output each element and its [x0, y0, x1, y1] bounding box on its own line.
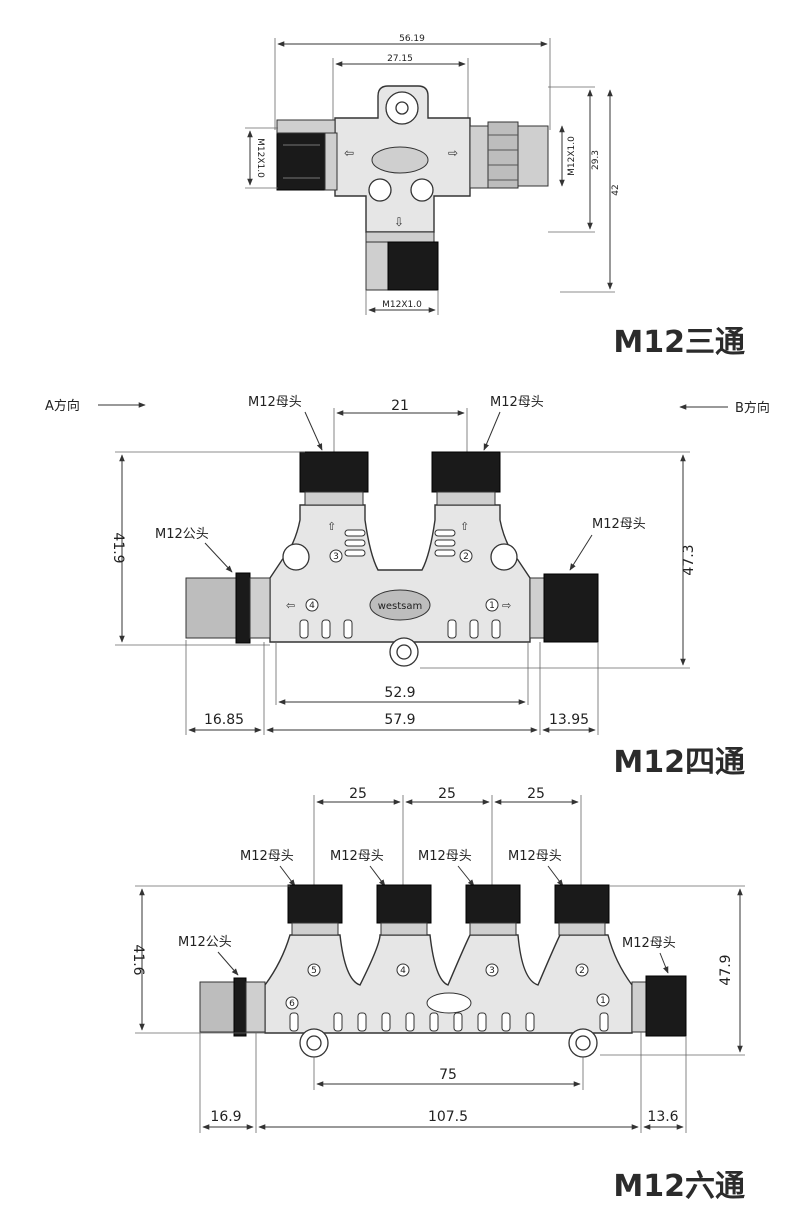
- four-label-right: M12母头: [592, 517, 646, 532]
- six-top-nut-3: [465, 884, 521, 924]
- tee-title: M12三通: [613, 325, 745, 360]
- six-top-nut-4: [554, 884, 610, 924]
- svg-text:⇨: ⇨: [502, 599, 511, 612]
- tee-height-293: 29.3: [591, 150, 601, 170]
- four-top-left-nut: [299, 451, 369, 493]
- tee-left-nut: [276, 132, 326, 191]
- four-dim-left-height: 41.9: [110, 532, 126, 563]
- four-brand: westsam: [378, 601, 423, 612]
- six-label-right: M12母头: [622, 936, 676, 951]
- six-title: M12六通: [613, 1169, 745, 1204]
- six-dim-left-width: 16.9: [210, 1109, 241, 1125]
- svg-text:⇦: ⇦: [344, 146, 354, 160]
- tee-height-42: 42: [611, 184, 621, 195]
- six-right-nut: [645, 975, 687, 1037]
- six-label-top-1: M12母头: [240, 849, 294, 864]
- four-title: M12四通: [613, 745, 745, 780]
- six-port-5: 5: [311, 966, 317, 976]
- six-port-2: 2: [579, 966, 585, 976]
- four-dim-top: 21: [391, 398, 409, 414]
- four-dim-inner: 52.9: [384, 685, 415, 701]
- six-spacing-2: 25: [438, 786, 456, 802]
- six-spacing-1: 25: [349, 786, 367, 802]
- four-male-thread: [185, 577, 237, 639]
- svg-text:⇩: ⇩: [394, 215, 404, 229]
- six-label-male: M12公头: [178, 935, 232, 950]
- four-port-2: 2: [463, 552, 469, 562]
- six-port-3: 3: [489, 966, 495, 976]
- tee-left-size: M12X1.0: [255, 138, 265, 178]
- four-top-right-nut: [431, 451, 501, 493]
- tee-bottom-size: M12X1.0: [382, 300, 422, 310]
- direction-b-label: B方向: [735, 400, 770, 416]
- six-top-nut-2: [376, 884, 432, 924]
- four-dim-right-width: 13.95: [549, 712, 589, 728]
- six-body: [264, 934, 633, 1034]
- six-port-1: 1: [600, 996, 606, 1006]
- four-dim-right-height: 47.3: [681, 544, 697, 575]
- direction-a-label: A方向: [45, 398, 80, 414]
- six-spacing-3: 25: [527, 786, 545, 802]
- tee-right-size: M12X1.0: [567, 136, 577, 176]
- four-label-top-left: M12母头: [248, 395, 302, 410]
- four-label-top-right: M12母头: [490, 395, 544, 410]
- dim-overall-width-label: 56.19: [399, 34, 425, 44]
- six-dim-mid-width: 107.5: [428, 1109, 468, 1125]
- four-port-4: 4: [309, 601, 315, 611]
- four-dim-mid-width: 57.9: [384, 712, 415, 728]
- four-port-1: 1: [489, 601, 495, 611]
- svg-text:⇨: ⇨: [448, 146, 458, 160]
- svg-text:⇧: ⇧: [327, 520, 336, 533]
- six-label-top-4: M12母头: [508, 849, 562, 864]
- four-right-nut: [543, 573, 599, 643]
- six-way-drawing: 25 25 25 M12母头 M12母头 M12母头 M12母头: [130, 786, 745, 1204]
- dim-inner-width-label: 27.15: [387, 54, 413, 64]
- four-body: [269, 504, 531, 643]
- six-port-4: 4: [400, 966, 406, 976]
- four-way-drawing: A方向 B方向 21 M12母头 M12母头 westsam: [45, 395, 770, 780]
- six-top-nut-1: [287, 884, 343, 924]
- six-dim-hole-pitch: 75: [439, 1067, 457, 1083]
- tee-bottom-nut: [387, 241, 439, 291]
- tee-drawing: 56.19 27.15 ⇦ ⇨ ⇩: [245, 34, 745, 360]
- four-port-3: 3: [333, 552, 339, 562]
- six-dim-right-width: 13.6: [647, 1109, 678, 1125]
- six-dim-right-height: 47.9: [718, 954, 734, 985]
- six-male-thread: [199, 981, 235, 1033]
- svg-text:⇧: ⇧: [460, 520, 469, 533]
- six-dim-left-height: 41.6: [130, 944, 146, 975]
- six-label-top-2: M12母头: [330, 849, 384, 864]
- tee-right-thread: [487, 121, 519, 189]
- four-logo-badge: [369, 589, 431, 621]
- four-dim-left-width: 16.85: [204, 712, 244, 728]
- svg-text:⇦: ⇦: [286, 599, 295, 612]
- six-port-6: 6: [289, 999, 295, 1009]
- six-label-top-3: M12母头: [418, 849, 472, 864]
- four-label-male: M12公头: [155, 527, 209, 542]
